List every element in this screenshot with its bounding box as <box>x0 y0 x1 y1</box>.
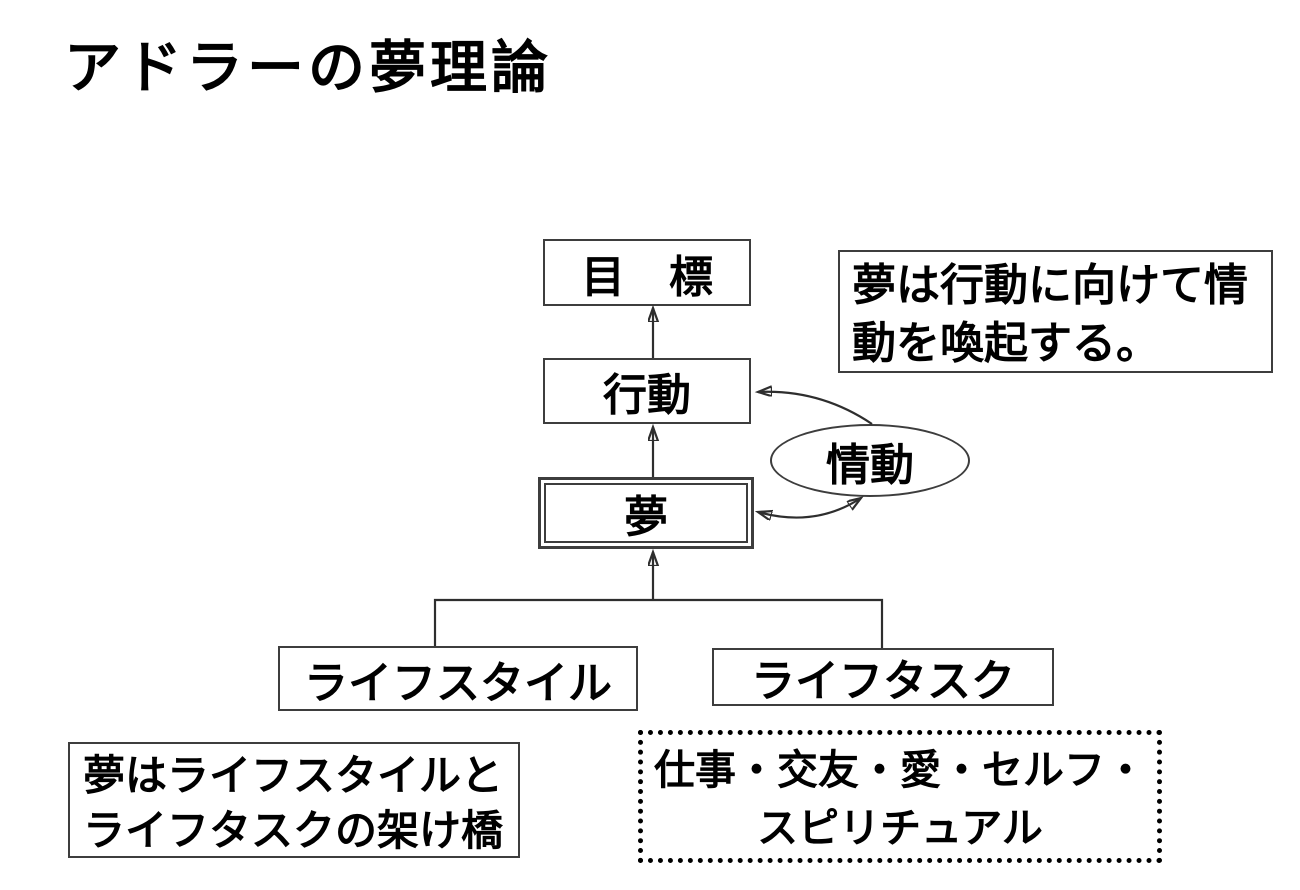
dream-box: 夢 <box>538 477 754 549</box>
goal-label: 目 標 <box>581 252 713 302</box>
emotion-note-line2: 動を喚起する。 <box>852 319 1160 369</box>
lifetask-label: ライフタスク <box>751 657 1015 706</box>
emotion-ellipse: 情動 <box>770 424 970 497</box>
life-tasks-line1: 仕事・交友・愛・セルフ・ <box>654 747 1146 793</box>
dream-label: 夢 <box>624 493 668 542</box>
page-title: アドラーの夢理論 <box>64 36 552 100</box>
lifetask-box: ライフタスク <box>712 648 1054 706</box>
bridge-note-line1: 夢はライフスタイルと <box>83 752 504 799</box>
goal-box: 目 標 <box>543 239 751 306</box>
emotion-label: 情動 <box>826 440 914 490</box>
bridge-note-box: 夢はライフスタイルと ライフタスクの架け橋 <box>68 742 520 858</box>
lifestyle-box: ライフスタイル <box>278 646 638 711</box>
curve-dream-emotion <box>758 498 861 518</box>
life-tasks-line2: スピリチュアル <box>757 805 1043 852</box>
emotion-note-line1: 夢は行動に向けて情 <box>852 261 1248 310</box>
emotion-note-box: 夢は行動に向けて情 動を喚起する。 <box>838 250 1273 373</box>
life-tasks-note-box: 仕事・交友・愛・セルフ・ スピリチュアル <box>638 730 1162 863</box>
lifestyle-label: ライフスタイル <box>304 658 612 708</box>
bridge-note-line2: ライフタスクの架け橋 <box>83 806 504 854</box>
curve-emotion-to-action <box>758 392 873 425</box>
action-box: 行動 <box>543 358 751 424</box>
dream-box-inner-frame: 夢 <box>544 483 748 543</box>
action-label: 行動 <box>603 371 691 420</box>
bracket-connector <box>433 598 884 648</box>
